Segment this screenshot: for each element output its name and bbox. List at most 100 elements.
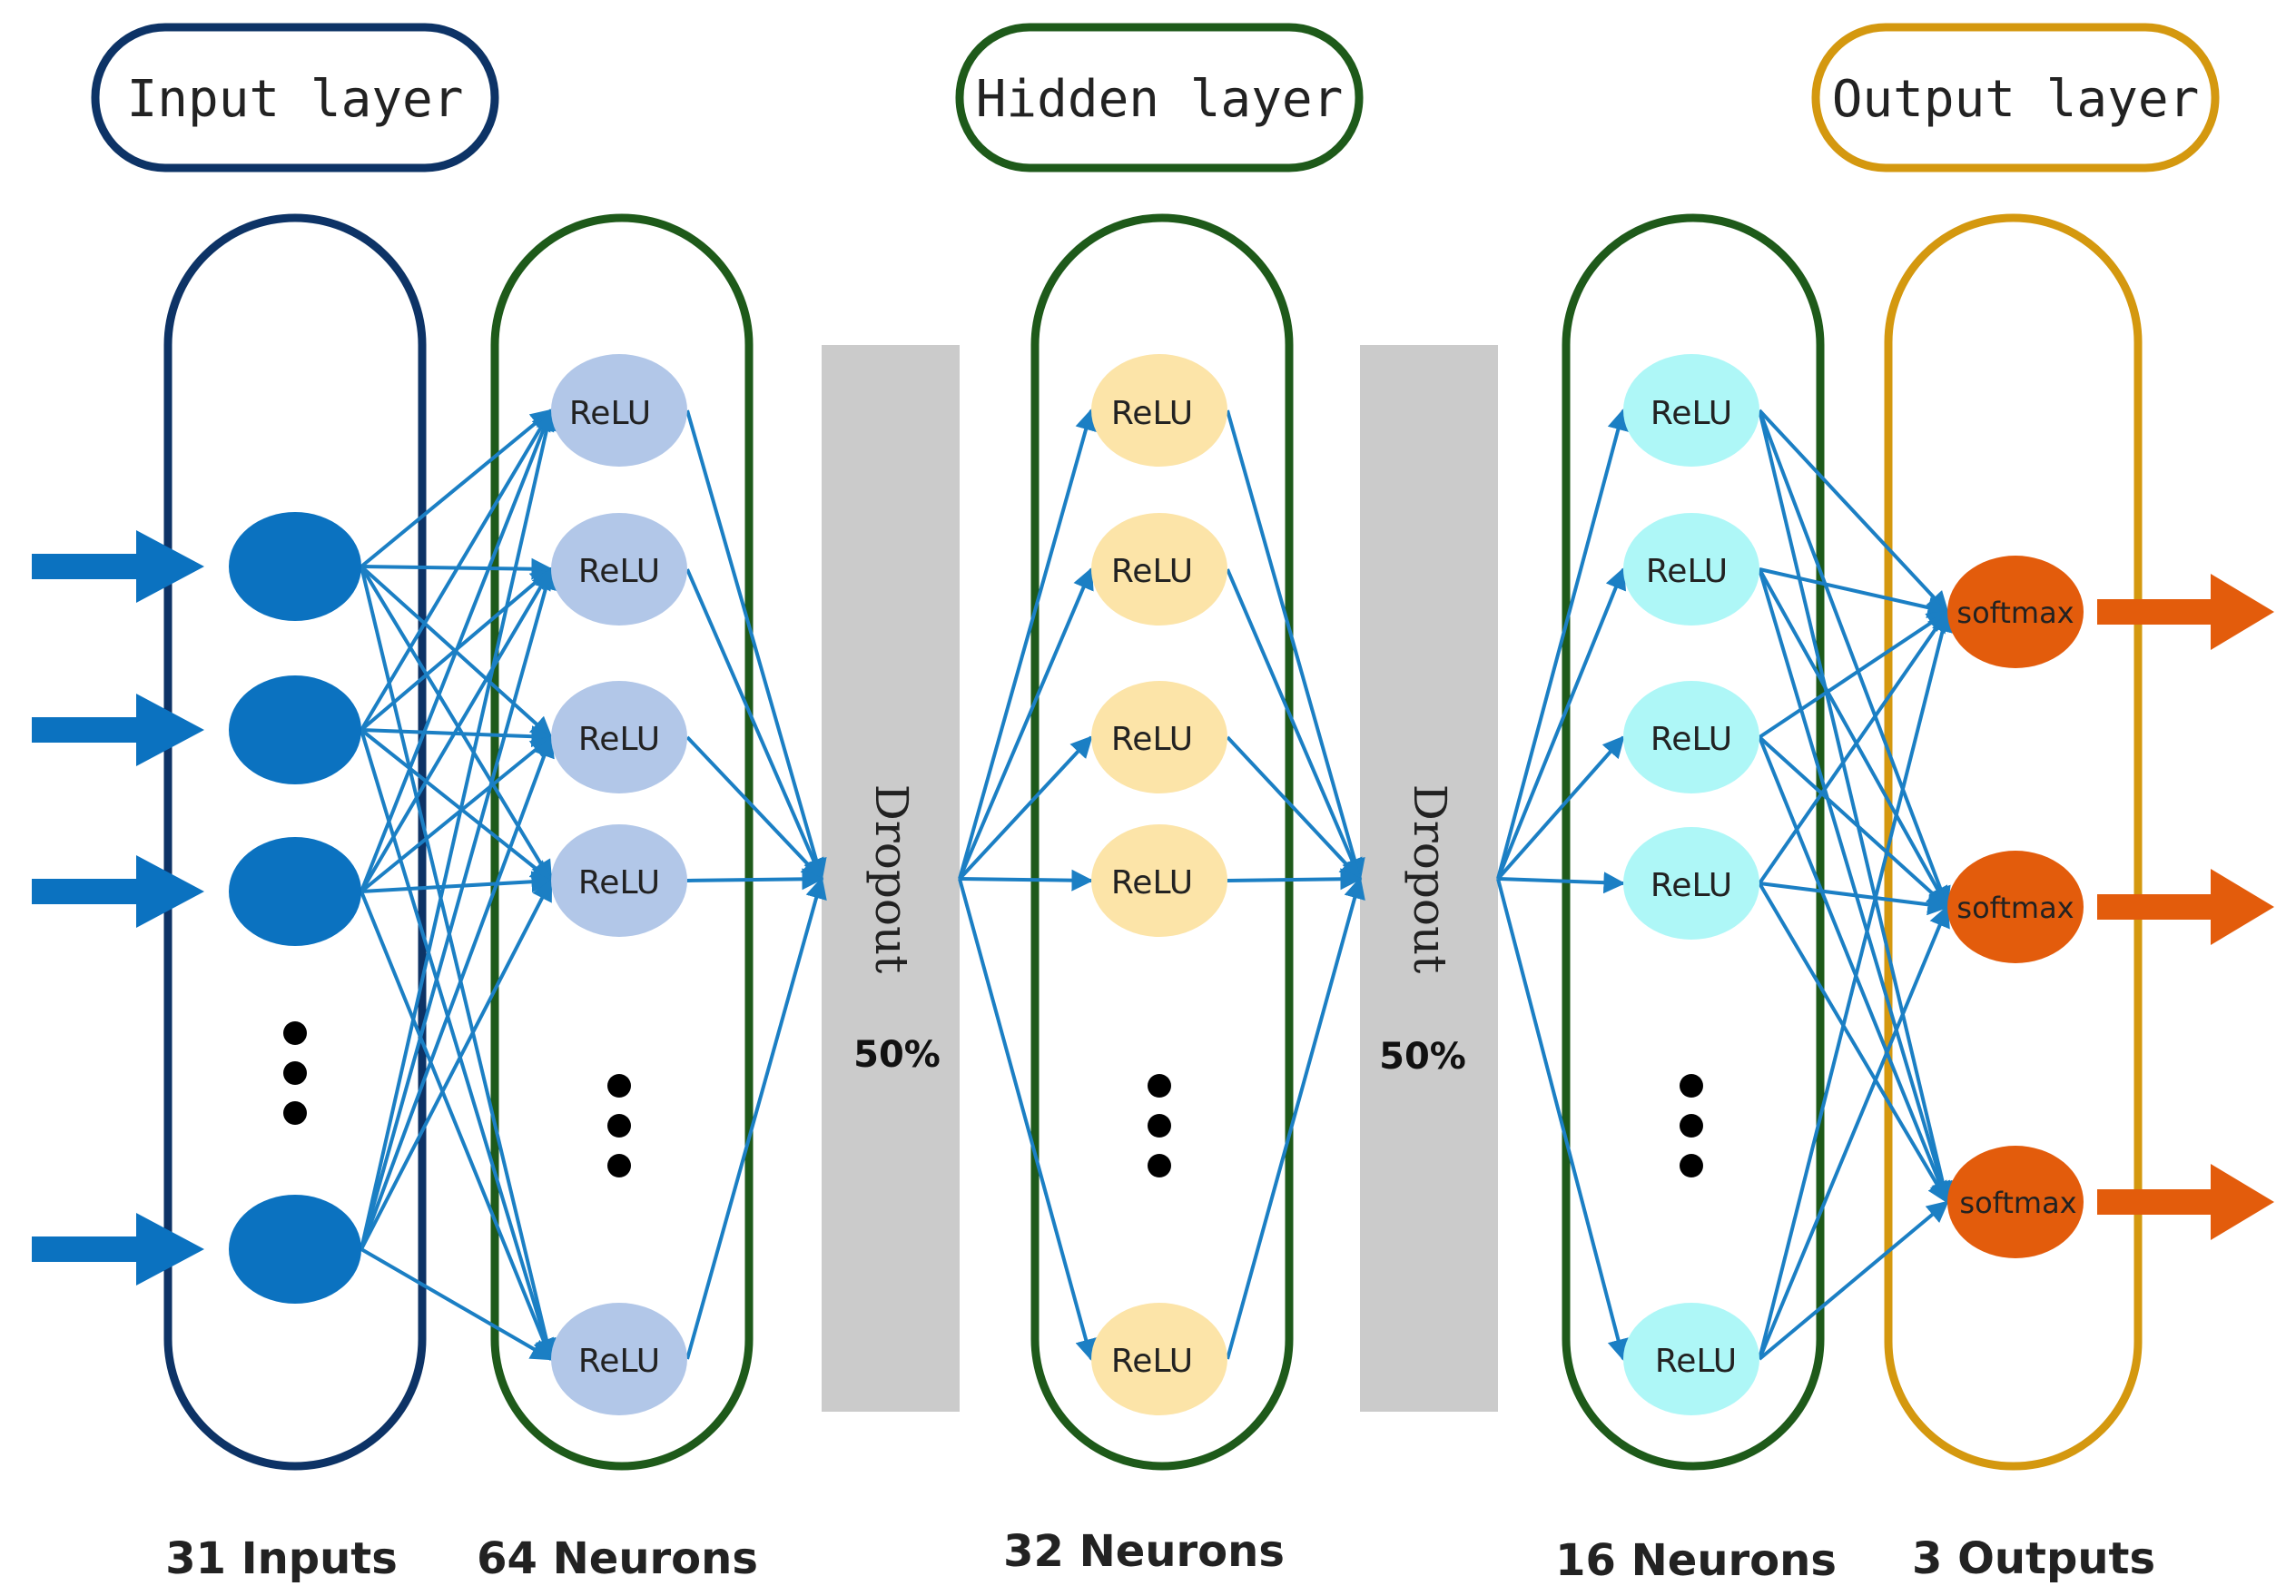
relu-node: ReLU — [1623, 513, 1759, 626]
connection-arrow — [360, 565, 553, 883]
relu-label: ReLU — [1651, 395, 1732, 432]
connection-arrow — [1226, 876, 1365, 1360]
relu-node: ReLU — [551, 824, 687, 937]
relu-node: ReLU — [551, 513, 687, 626]
title-hidden-text: Hidden layer — [976, 70, 1344, 129]
title-output-layer: Output layer — [1811, 23, 2220, 172]
connection-arrow — [1758, 610, 1949, 739]
connection-arrow — [1758, 610, 1949, 885]
arrow-right-icon — [32, 855, 204, 928]
input-nodes — [229, 512, 361, 1304]
connection-arrow — [360, 408, 553, 732]
connection-arrow — [360, 408, 555, 892]
dropout-block-2: Dropout 50% — [1360, 345, 1498, 1412]
label-inputs: 31 Inputs — [165, 1533, 398, 1584]
connection-arrow — [1758, 904, 1950, 1360]
connection-arrow — [1758, 735, 1949, 909]
input-node — [229, 675, 361, 784]
connection-arrow — [1759, 882, 1950, 916]
connection-arrow — [685, 735, 823, 881]
relu-label: ReLU — [578, 553, 660, 590]
connection-arrow — [1758, 568, 1949, 910]
arrow-right-icon — [32, 530, 204, 603]
relu-label: ReLU — [1651, 867, 1732, 904]
connection-arrow — [1496, 735, 1625, 881]
hidden-layer2-nodes: ReLU ReLU ReLU ReLU ReLU — [1091, 354, 1227, 1415]
relu-node: ReLU — [1623, 354, 1759, 467]
connection-arrow — [360, 871, 554, 893]
connection-arrow — [685, 409, 827, 882]
connection-arrow — [958, 735, 1093, 881]
relu-node: ReLU — [1623, 681, 1759, 793]
relu-label: ReLU — [1111, 721, 1193, 758]
output-arrows — [2097, 574, 2274, 1240]
connection-arrow — [686, 868, 824, 891]
relu-label: ReLU — [1646, 553, 1728, 590]
relu-label: ReLU — [1111, 1343, 1193, 1380]
title-input-text: Input layer — [127, 70, 464, 129]
connection-arrow — [1758, 409, 1954, 1205]
connection-arrow — [1496, 566, 1627, 880]
connection-arrow — [1758, 609, 1954, 1360]
connection-arrow — [958, 878, 1097, 1362]
arrow-right-icon — [2097, 574, 2274, 650]
label-layer2: 32 Neurons — [1003, 1526, 1285, 1577]
connections — [360, 408, 1954, 1362]
title-hidden-layer: Hidden layer — [955, 23, 1364, 172]
connection-arrow — [360, 878, 553, 1250]
relu-label: ReLU — [1655, 1343, 1737, 1380]
connection-arrow — [360, 735, 553, 893]
relu-node: ReLU — [551, 354, 687, 467]
relu-node: ReLU — [551, 681, 687, 793]
softmax-label: softmax — [1956, 596, 2074, 630]
arrow-right-icon — [2097, 869, 2274, 945]
connection-arrow — [685, 568, 824, 882]
hidden-layer1-box — [490, 213, 754, 1471]
connection-arrow — [360, 728, 553, 882]
connection-arrow — [1758, 882, 1949, 1205]
connection-arrow — [360, 566, 553, 893]
relu-node: ReLU — [1091, 824, 1227, 937]
relu-node: ReLU — [1623, 1303, 1759, 1415]
connection-arrow — [685, 876, 827, 1360]
connection-arrow — [360, 566, 557, 1250]
softmax-node: softmax — [1947, 851, 2084, 963]
bottom-labels: 31 Inputs 64 Neurons 32 Neurons 16 Neuro… — [165, 1526, 2155, 1586]
connection-arrow — [958, 408, 1097, 880]
softmax-node: softmax — [1947, 556, 2084, 668]
input-node — [229, 837, 361, 946]
connection-arrow — [1226, 409, 1365, 882]
hidden-layer2-box — [1030, 213, 1294, 1471]
connection-arrow — [360, 891, 554, 1362]
vertical-ellipsis-icon — [283, 1021, 307, 1125]
input-node — [229, 1195, 361, 1304]
hidden-layer3-nodes: ReLU ReLU ReLU ReLU ReLU — [1623, 354, 1759, 1415]
relu-label: ReLU — [1651, 721, 1732, 758]
arrow-right-icon — [32, 1213, 204, 1286]
relu-node: ReLU — [1091, 354, 1227, 467]
connection-arrow — [1758, 1200, 1949, 1361]
connection-arrow — [360, 409, 553, 568]
input-node — [229, 512, 361, 621]
title-input-layer: Input layer — [91, 23, 499, 172]
softmax-label: softmax — [1959, 1186, 2076, 1220]
connection-arrow — [1758, 568, 1953, 1205]
relu-node: ReLU — [1091, 513, 1227, 626]
softmax-node: softmax — [1947, 1146, 2084, 1258]
connection-arrow — [1758, 409, 1949, 614]
label-layer1: 64 Neurons — [477, 1533, 758, 1584]
connection-arrow — [959, 869, 1094, 892]
relu-label: ReLU — [1111, 553, 1193, 590]
connection-arrow — [1758, 736, 1951, 1205]
label-outputs: 3 Outputs — [1912, 1533, 2155, 1584]
connection-arrow — [360, 734, 555, 1250]
dropout-block-1: Dropout 50% — [822, 345, 960, 1412]
relu-label: ReLU — [578, 864, 660, 901]
label-layer3: 16 Neurons — [1555, 1535, 1837, 1586]
softmax-label: softmax — [1956, 891, 2074, 925]
vertical-ellipsis-icon — [1680, 1074, 1703, 1177]
relu-node: ReLU — [1091, 681, 1227, 793]
connection-arrow — [1759, 567, 1950, 618]
input-arrows — [32, 530, 204, 1286]
